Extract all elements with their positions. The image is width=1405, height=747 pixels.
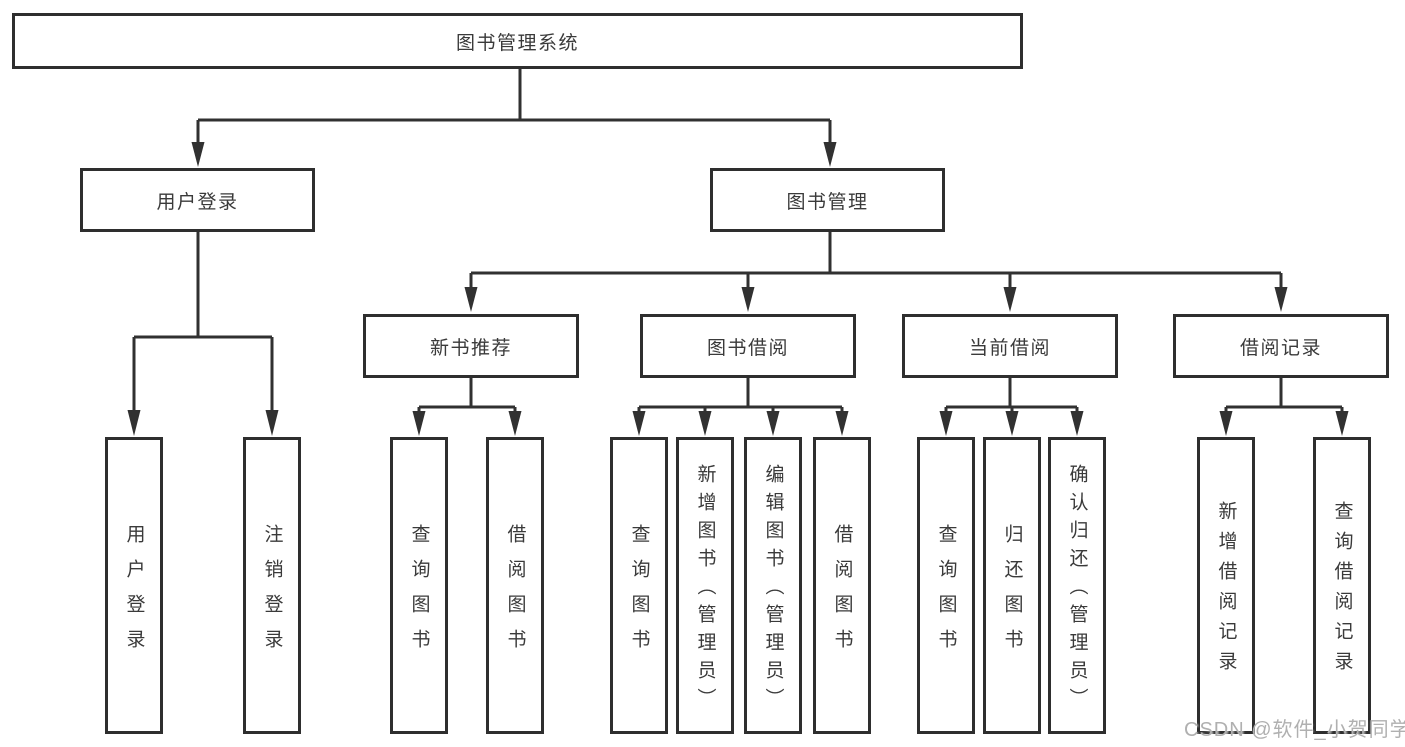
node-leaf-query-books-1-label: 查询图书 (408, 523, 430, 664)
node-leaf-add-borrow-record: 新增借阅记录 (1197, 437, 1255, 734)
node-user-login: 用户登录 (80, 168, 315, 232)
node-leaf-query-books-2: 查询图书 (610, 437, 668, 734)
node-leaf-borrow-books-2: 借阅图书 (813, 437, 871, 734)
node-leaf-edit-book-admin-label: 编辑图书（管理员） (762, 464, 784, 716)
node-leaf-query-borrow-record-label: 查询借阅记录 (1331, 501, 1353, 681)
node-leaf-add-book-admin-label: 新增图书（管理员） (694, 464, 716, 716)
connector-borrow-records-split (1219, 378, 1349, 436)
node-leaf-edit-book-admin: 编辑图书（管理员） (744, 437, 802, 734)
connector-user-login-split (127, 232, 279, 436)
node-leaf-logout-label: 注销登录 (261, 523, 283, 664)
node-current-borrow: 当前借阅 (902, 314, 1118, 378)
node-leaf-return-books: 归还图书 (983, 437, 1041, 734)
node-leaf-query-books-2-label: 查询图书 (628, 523, 650, 664)
connector-book-mgmt-split (464, 232, 1288, 312)
node-leaf-add-borrow-record-label: 新增借阅记录 (1215, 501, 1237, 681)
node-new-book-recommend-label: 新书推荐 (429, 337, 512, 359)
node-leaf-add-book-admin: 新增图书（管理员） (676, 437, 734, 734)
connector-book-borrow-split (632, 378, 849, 436)
node-current-borrow-label: 当前借阅 (968, 337, 1051, 359)
node-book-management: 图书管理 (710, 168, 945, 232)
connector-root-split (191, 68, 837, 167)
csdn-watermark: CSDN @软件_小贺同学 (1184, 719, 1405, 741)
node-leaf-return-books-label: 归还图书 (1001, 523, 1023, 664)
node-book-borrow: 图书借阅 (640, 314, 856, 378)
node-leaf-borrow-books-1: 借阅图书 (486, 437, 544, 734)
node-book-borrow-label: 图书借阅 (706, 337, 789, 359)
node-user-login-label: 用户登录 (156, 191, 239, 213)
node-leaf-query-books-3: 查询图书 (917, 437, 975, 734)
connector-new-books-split (412, 378, 522, 436)
node-leaf-user-login-label: 用户登录 (123, 523, 145, 664)
node-leaf-confirm-return-admin: 确认归还（管理员） (1048, 437, 1106, 734)
node-leaf-user-login: 用户登录 (105, 437, 163, 734)
node-leaf-query-books-1: 查询图书 (390, 437, 448, 734)
node-borrow-records: 借阅记录 (1173, 314, 1389, 378)
node-leaf-query-books-3-label: 查询图书 (935, 523, 957, 664)
node-leaf-logout: 注销登录 (243, 437, 301, 734)
node-borrow-records-label: 借阅记录 (1239, 337, 1322, 359)
node-leaf-borrow-books-1-label: 借阅图书 (504, 523, 526, 664)
node-root: 图书管理系统 (12, 13, 1023, 69)
node-leaf-confirm-return-admin-label: 确认归还（管理员） (1066, 464, 1088, 716)
node-book-management-label: 图书管理 (786, 191, 869, 213)
node-leaf-query-borrow-record: 查询借阅记录 (1313, 437, 1371, 734)
node-leaf-borrow-books-2-label: 借阅图书 (831, 523, 853, 664)
connector-current-borrow-split (939, 378, 1084, 436)
node-new-book-recommend: 新书推荐 (363, 314, 579, 378)
node-root-label: 图书管理系统 (455, 32, 579, 54)
